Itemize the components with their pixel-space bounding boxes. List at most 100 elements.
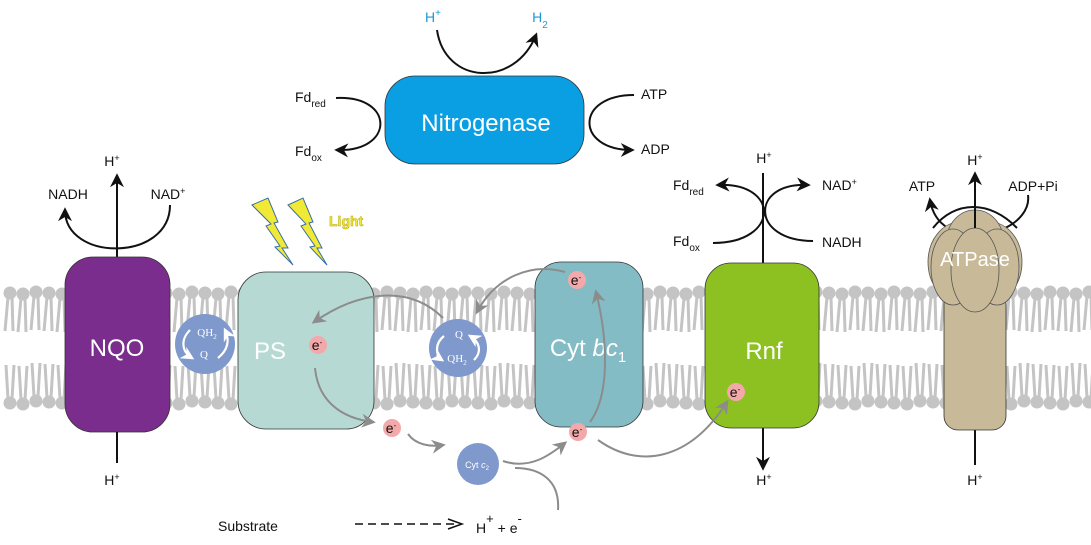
nqo-complex[interactable]: NQO H+ H+ NADH NAD+ [48,153,185,488]
cytc2-label: Cyt c2 [465,460,490,472]
rnf-proton-bottom-label: H+ [756,472,771,488]
electron: e- [309,336,327,354]
lipid-lower [691,364,707,412]
lipid-upper [873,286,889,334]
lipid-lower [886,363,902,411]
lipid-upper [912,286,928,334]
lipid-upper [886,284,902,332]
lipid-upper [678,286,694,334]
lipid-lower [41,362,57,410]
photosystem[interactable]: PS [237,271,375,430]
substrate-product-label: H+ + e- [476,511,522,536]
nad-label: NAD+ [151,186,186,202]
hydrogen-label: H2 [532,9,548,31]
lipid-lower [1016,361,1032,409]
ps-label: PS [254,338,286,365]
lipid-lower [223,364,239,412]
lipid-lower [912,361,928,409]
electron: e- [727,383,745,401]
atpase-complex[interactable]: ATPase H+ H+ ATP ADP+Pi [909,152,1058,488]
lipid-lower [1042,363,1058,411]
rnf-fd-ox-label: Fdox [673,233,700,254]
lipid-upper [483,286,499,334]
light-label: Light [329,213,364,229]
lipid-lower [1068,361,1084,409]
qh2-label: QH2 [447,353,467,367]
lipid-lower [392,361,408,409]
quinone-circle [429,319,487,377]
rnf-fd-red-label: Fdred [673,177,704,198]
lipid-upper [522,286,538,334]
atpase-label: ATPase [940,249,1010,271]
cyt-c2[interactable]: Cyt c2 [457,443,499,485]
lipid-lower [678,363,694,411]
lipid-lower [652,361,668,409]
rnf-proton-top-label: H+ [756,150,771,166]
atpase-proton-top-label: H+ [967,152,982,168]
substrate-electron-arc [514,467,560,511]
electron-flow-arrow [589,289,606,423]
nitrogenase-fd-red-label: Fdred [295,89,326,110]
lipid-lower [1081,362,1091,410]
lipid-lower [1003,364,1019,412]
light-source: Light [251,197,364,266]
nadh-label: NADH [48,186,88,202]
lipid-lower [405,362,421,410]
rnf-label: Rnf [745,338,783,365]
quinone-pool-right[interactable]: Q QH2 [429,319,487,377]
svg-text:e-: e- [312,337,323,353]
h2-evolution-arrow [436,29,539,74]
lipid-lower [873,362,889,410]
electron-flow-arrow [407,433,446,454]
lipid-upper [652,284,668,332]
lipid-lower [15,364,31,412]
quinone-pool-left[interactable]: QH2 Q [175,314,236,374]
lipid-upper [1042,284,1058,332]
lipid-lower [821,362,837,410]
nitrogenase-box [384,75,585,165]
fd-reaction-arrow [334,96,382,158]
lipid-lower [171,364,187,412]
electron: e- [383,419,401,437]
atp-arrow [924,197,949,229]
lipid-upper [691,284,707,332]
cyt-bc1-complex[interactable]: Cyt bc1 [534,261,644,428]
lipid-lower [379,364,395,412]
lipid-lower [860,361,876,409]
lipid-upper [1029,286,1045,334]
substrate-label: Substrate [218,518,278,534]
nitrogenase-atp-label: ATP [641,86,667,102]
lipid-upper [665,285,681,333]
cytbc1-label: Cyt bc1 [550,335,626,366]
lipid-upper [28,284,44,332]
lipid-upper [847,284,863,332]
atpase-atp-label: ATP [909,178,935,194]
lipid-lower [899,364,915,412]
rnf-nadh-label: NADH [822,234,862,250]
atpase-proton-bottom-label: H+ [967,472,982,488]
lipid-lower [28,361,44,409]
lipid-upper [496,284,512,332]
atpase-head [927,209,1023,313]
lipid-lower [925,362,941,410]
cytbc1-box [534,261,644,428]
lipid-upper [15,286,31,334]
lipid-lower [483,364,499,412]
atp-reaction-arrow [588,94,635,157]
lightning-bolt-icon [251,197,294,266]
lipid-upper [821,285,837,333]
rnf-nad-label: NAD+ [822,177,857,193]
lipid-upper [1068,286,1084,334]
electron: e- [569,423,587,441]
lipid-lower [834,363,850,411]
electron-flow-arrow [475,268,566,315]
lipid-lower [2,363,18,411]
lipid-lower [496,361,512,409]
lipid-lower [522,363,538,411]
nitrogenase-complex[interactable]: Nitrogenase H+ H2 Fdred Fdox ATP ADP [295,8,670,165]
electron-flow-arrow [314,367,376,428]
proton-label: H+ [425,8,441,25]
cycle-arrow-icon [217,327,236,359]
svg-text:e-: e- [730,384,741,400]
lipid-upper [1016,285,1032,333]
